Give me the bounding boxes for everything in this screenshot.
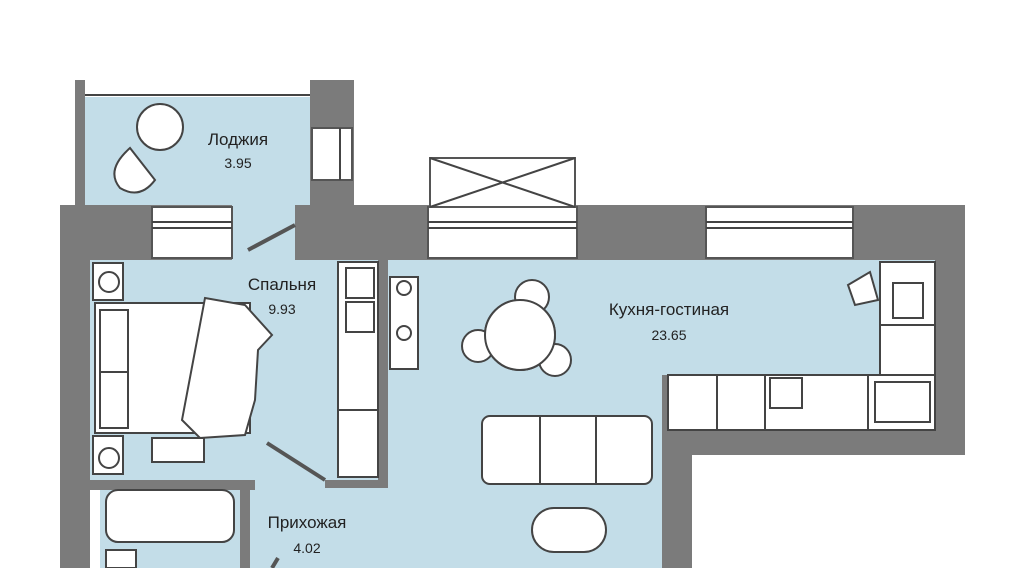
hall-floor xyxy=(240,483,390,568)
loggia-door-gap xyxy=(232,205,295,260)
bedroom-bottom-wall xyxy=(90,480,255,490)
toilet xyxy=(105,549,137,568)
furniture xyxy=(92,103,936,568)
dryer xyxy=(345,301,375,333)
pillow-2 xyxy=(99,371,129,429)
bottom-right-wall xyxy=(662,430,965,455)
rug-slippers xyxy=(151,437,205,463)
blanket xyxy=(180,296,274,440)
room-name-loggia: Лоджия xyxy=(208,130,268,149)
loggia-chair xyxy=(113,146,157,194)
loggia-table xyxy=(136,103,184,151)
walls xyxy=(60,80,965,568)
loggia-side-window xyxy=(311,127,353,181)
bathtub xyxy=(105,489,235,543)
room-labels: Лоджия 3.95 Спальня 9.93 Кухня-гостиная … xyxy=(208,130,729,556)
stove-column xyxy=(389,276,419,370)
entrance-door xyxy=(270,556,280,568)
room-name-bedroom: Спальня xyxy=(248,275,316,294)
bathroom-wall xyxy=(240,480,250,568)
pillow-1 xyxy=(99,309,129,373)
bedroom-window xyxy=(151,206,233,259)
loggia-left-wall xyxy=(75,80,85,210)
room-area-loggia: 3.95 xyxy=(224,155,251,171)
wardrobe-wall xyxy=(378,258,388,488)
loggia-floor xyxy=(85,97,310,207)
laptop xyxy=(892,282,924,319)
left-wall xyxy=(60,205,90,568)
kitchen-balcony-door xyxy=(427,206,578,259)
office-chair xyxy=(846,270,880,307)
coffee-table xyxy=(531,507,607,553)
sink xyxy=(874,381,931,423)
room-area-bedroom: 9.93 xyxy=(268,301,295,317)
bedroom-door xyxy=(265,441,327,482)
loggia-door xyxy=(247,223,296,252)
room-name-hallway: Прихожая xyxy=(268,513,347,532)
washer xyxy=(345,267,375,299)
cooktop xyxy=(769,377,803,409)
room-name-kitchen-living: Кухня-гостиная xyxy=(609,300,729,319)
bedroom-bottom-wall-right xyxy=(325,480,388,488)
room-area-kitchen-living: 23.65 xyxy=(651,327,686,343)
kitchen-window xyxy=(705,206,854,259)
sofa xyxy=(481,415,653,485)
room-area-hallway: 4.02 xyxy=(293,540,320,556)
right-wall xyxy=(935,205,965,455)
